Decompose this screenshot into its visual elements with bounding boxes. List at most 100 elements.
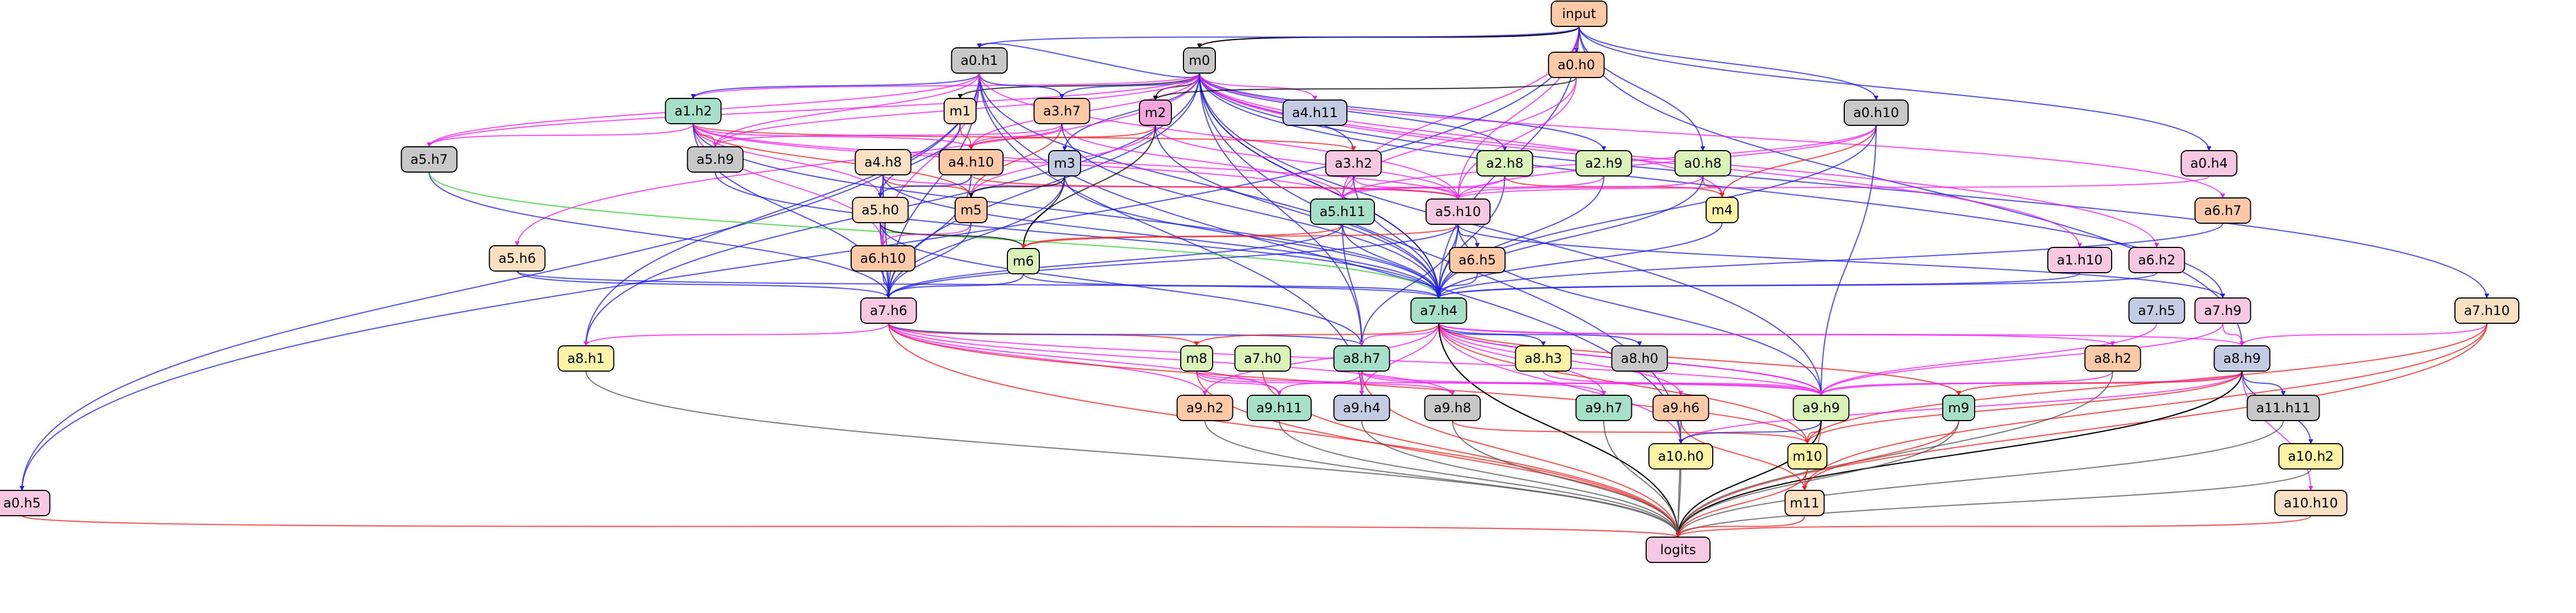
node-box[interactable] — [1424, 395, 1481, 421]
node-m5[interactable]: m5 — [955, 197, 988, 223]
node-a2.h8[interactable]: a2.h8 — [1476, 150, 1533, 176]
node-box[interactable] — [1942, 395, 1975, 421]
node-box[interactable] — [1183, 47, 1216, 74]
node-a1.h2[interactable]: a1.h2 — [665, 98, 722, 124]
node-box[interactable] — [1426, 198, 1490, 225]
node-m0[interactable]: m0 — [1183, 47, 1216, 74]
node-box[interactable] — [1180, 345, 1213, 372]
node-a1.h10[interactable]: a1.h10 — [2047, 247, 2112, 273]
node-box[interactable] — [1793, 395, 1850, 421]
node-box[interactable] — [2084, 345, 2141, 372]
node-box[interactable] — [1674, 150, 1731, 176]
node-box[interactable] — [1333, 345, 1390, 372]
node-box[interactable] — [1476, 150, 1533, 176]
node-box[interactable] — [1449, 247, 1506, 273]
node-box[interactable] — [1575, 395, 1632, 421]
node-box[interactable] — [854, 149, 912, 175]
node-box[interactable] — [1139, 100, 1172, 126]
node-input[interactable]: input — [1550, 1, 1608, 27]
node-m2[interactable]: m2 — [1139, 100, 1172, 126]
node-box[interactable] — [1787, 443, 1828, 470]
node-a3.h2[interactable]: a3.h2 — [1325, 150, 1382, 176]
node-a6.h2[interactable]: a6.h2 — [2128, 247, 2185, 273]
node-box[interactable] — [665, 98, 722, 124]
node-box[interactable] — [1575, 150, 1632, 176]
node-box[interactable] — [2246, 395, 2320, 421]
node-a6.h10[interactable]: a6.h10 — [851, 245, 916, 272]
node-box[interactable] — [1652, 395, 1709, 421]
node-m1[interactable]: m1 — [944, 98, 977, 124]
node-a5.h11[interactable]: a5.h11 — [1310, 198, 1375, 225]
node-a4.h10[interactable]: a4.h10 — [939, 149, 1004, 175]
node-m6[interactable]: m6 — [1007, 248, 1040, 274]
node-box[interactable] — [1784, 490, 1825, 516]
node-a0.h5[interactable]: a0.h5 — [0, 490, 51, 516]
node-a0.h1[interactable]: a0.h1 — [951, 47, 1008, 74]
node-box[interactable] — [955, 197, 988, 223]
node-box[interactable] — [1706, 197, 1739, 223]
node-a9.h6[interactable]: a9.h6 — [1652, 395, 1709, 421]
node-box[interactable] — [2278, 443, 2343, 470]
node-box[interactable] — [1550, 1, 1608, 27]
node-box[interactable] — [1333, 395, 1390, 421]
node-a10.h0[interactable]: a10.h0 — [1648, 443, 1713, 470]
node-a7.h9[interactable]: a7.h9 — [2194, 297, 2251, 324]
node-box[interactable] — [852, 197, 909, 223]
node-a4.h8[interactable]: a4.h8 — [854, 149, 912, 175]
node-box[interactable] — [1844, 100, 1909, 126]
node-box[interactable] — [951, 47, 1008, 74]
node-m10[interactable]: m10 — [1787, 443, 1828, 470]
node-a7.h5[interactable]: a7.h5 — [2128, 297, 2185, 324]
node-a4.h11[interactable]: a4.h11 — [1282, 100, 1347, 126]
node-box[interactable] — [687, 146, 744, 173]
node-a9.h2[interactable]: a9.h2 — [1176, 395, 1234, 421]
node-box[interactable] — [1247, 395, 1312, 421]
node-a6.h5[interactable]: a6.h5 — [1449, 247, 1506, 273]
node-box[interactable] — [1648, 443, 1713, 470]
node-a10.h10[interactable]: a10.h10 — [2274, 490, 2348, 516]
node-a5.h9[interactable]: a5.h9 — [687, 146, 744, 173]
node-box[interactable] — [1410, 297, 1467, 324]
node-a9.h7[interactable]: a9.h7 — [1575, 395, 1632, 421]
node-m3[interactable]: m3 — [1048, 150, 1081, 176]
node-box[interactable] — [557, 345, 615, 372]
node-a8.h0[interactable]: a8.h0 — [1611, 345, 1668, 372]
node-a5.h0[interactable]: a5.h0 — [852, 197, 909, 223]
node-box[interactable] — [2180, 150, 2238, 176]
node-a9.h11[interactable]: a9.h11 — [1247, 395, 1312, 421]
node-box[interactable] — [2128, 247, 2185, 273]
node-box[interactable] — [1611, 345, 1668, 372]
node-box[interactable] — [1234, 345, 1291, 372]
node-a3.h7[interactable]: a3.h7 — [1033, 98, 1090, 124]
node-box[interactable] — [401, 146, 458, 173]
node-box[interactable] — [1310, 198, 1375, 225]
node-a9.h9[interactable]: a9.h9 — [1793, 395, 1850, 421]
node-m8[interactable]: m8 — [1180, 345, 1213, 372]
node-a8.h7[interactable]: a8.h7 — [1333, 345, 1390, 372]
node-box[interactable] — [851, 245, 916, 272]
node-box[interactable] — [2047, 247, 2112, 273]
node-box[interactable] — [489, 245, 546, 272]
node-box[interactable] — [1325, 150, 1382, 176]
node-a0.h10[interactable]: a0.h10 — [1844, 100, 1909, 126]
node-box[interactable] — [1646, 537, 1711, 563]
node-a10.h2[interactable]: a10.h2 — [2278, 443, 2343, 470]
node-a0.h8[interactable]: a0.h8 — [1674, 150, 1731, 176]
node-a8.h2[interactable]: a8.h2 — [2084, 345, 2141, 372]
node-m11[interactable]: m11 — [1784, 490, 1825, 516]
node-box[interactable] — [939, 149, 1004, 175]
node-a8.h9[interactable]: a8.h9 — [2213, 345, 2271, 372]
node-a7.h0[interactable]: a7.h0 — [1234, 345, 1291, 372]
node-m4[interactable]: m4 — [1706, 197, 1739, 223]
node-box[interactable] — [860, 297, 917, 324]
node-box[interactable] — [0, 490, 51, 516]
node-a6.h7[interactable]: a6.h7 — [2194, 197, 2251, 224]
node-a0.h4[interactable]: a0.h4 — [2180, 150, 2238, 176]
node-box[interactable] — [1007, 248, 1040, 274]
node-box[interactable] — [2194, 297, 2251, 324]
node-a5.h7[interactable]: a5.h7 — [401, 146, 458, 173]
node-box[interactable] — [2128, 297, 2185, 324]
node-a0.h0[interactable]: a0.h0 — [1548, 52, 1605, 78]
node-a9.h8[interactable]: a9.h8 — [1424, 395, 1481, 421]
node-a11.h11[interactable]: a11.h11 — [2246, 395, 2320, 421]
